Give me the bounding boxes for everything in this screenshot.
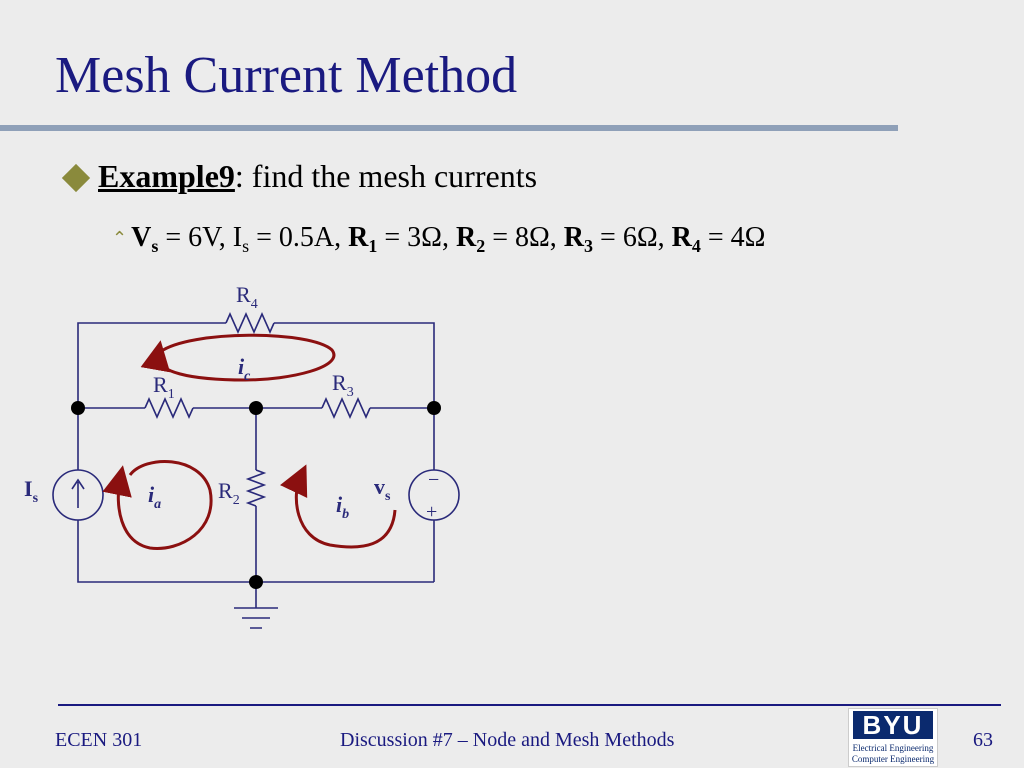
r4-subscript: 4 bbox=[691, 236, 701, 256]
page-number: 63 bbox=[973, 729, 993, 751]
vs-minus-sign: − bbox=[428, 469, 439, 491]
r2-value: = 8Ω, bbox=[485, 222, 564, 253]
label-ic: ic bbox=[238, 354, 251, 384]
label-r4: R4 bbox=[236, 282, 258, 312]
r2-subscript: 2 bbox=[476, 236, 486, 256]
r4-value: = 4Ω bbox=[700, 222, 766, 253]
example-label: Example9 bbox=[98, 158, 235, 194]
r3-subscript: 3 bbox=[584, 236, 594, 256]
logo-line-1: Electrical Engineering bbox=[852, 743, 934, 753]
circuit-diagram: R4 R1 R3 R2 Is vs ic ia ib − + bbox=[24, 282, 460, 629]
r1-value: = 3Ω, bbox=[377, 222, 456, 253]
caret-bullet-icon: ⌃ bbox=[112, 228, 128, 249]
footer-divider bbox=[58, 704, 1001, 706]
r2-symbol: R bbox=[455, 222, 477, 253]
voltage-source bbox=[408, 469, 460, 521]
is-subscript: s bbox=[242, 236, 250, 256]
node-left bbox=[71, 401, 85, 415]
label-ia: ia bbox=[148, 482, 161, 512]
is-value: = 0.5A, bbox=[249, 222, 349, 253]
resistor-r2 bbox=[245, 469, 267, 507]
is-symbol: I bbox=[232, 222, 243, 253]
label-r1: R1 bbox=[153, 372, 175, 402]
label-vs: vs bbox=[374, 474, 391, 504]
bullet-values: ⌃Vs = 6V, Is = 0.5A, R1 = 3Ω, R2 = 8Ω, R… bbox=[112, 222, 765, 257]
label-r3: R3 bbox=[332, 370, 354, 400]
bullet-example: Example9: find the mesh currents bbox=[60, 158, 537, 195]
resistor-r3 bbox=[321, 397, 371, 419]
logo-line-2: Computer Engineering bbox=[851, 754, 935, 764]
r4-symbol: R bbox=[671, 222, 692, 253]
node-right bbox=[427, 401, 441, 415]
vs-symbol: V bbox=[131, 222, 152, 253]
byu-logo: BYU Electrical Engineering Computer Engi… bbox=[848, 708, 938, 767]
logo-wordmark: BYU bbox=[853, 711, 933, 739]
vs-subscript: s bbox=[151, 236, 159, 256]
resistor-r1 bbox=[144, 397, 194, 419]
mesh-arrow-a bbox=[102, 460, 213, 550]
r1-subscript: 1 bbox=[368, 236, 378, 256]
mesh-arrow-b bbox=[280, 464, 397, 549]
diamond-bullet-icon bbox=[61, 163, 91, 192]
wire-top bbox=[77, 322, 226, 408]
vs-plus-sign: + bbox=[426, 501, 437, 523]
footer-title: Discussion #7 – Node and Mesh Methods bbox=[340, 729, 675, 751]
slide-title: Mesh Current Method bbox=[55, 47, 518, 104]
label-r2: R2 bbox=[218, 478, 240, 508]
node-ground bbox=[249, 575, 263, 589]
label-ib: ib bbox=[336, 492, 349, 522]
node-middle bbox=[249, 401, 263, 415]
r3-symbol: R bbox=[563, 222, 585, 253]
current-source-arrow-icon bbox=[71, 478, 85, 508]
r1-symbol: R bbox=[348, 222, 369, 253]
label-is: Is bbox=[24, 476, 39, 506]
mesh-arrow-c bbox=[140, 333, 336, 382]
footer-course: ECEN 301 bbox=[55, 729, 143, 751]
title-divider bbox=[0, 125, 898, 131]
r3-value: = 6Ω, bbox=[593, 222, 672, 253]
vs-value: = 6V, bbox=[158, 222, 233, 253]
example-text: : find the mesh currents bbox=[234, 158, 538, 194]
resistor-r4 bbox=[225, 312, 275, 334]
